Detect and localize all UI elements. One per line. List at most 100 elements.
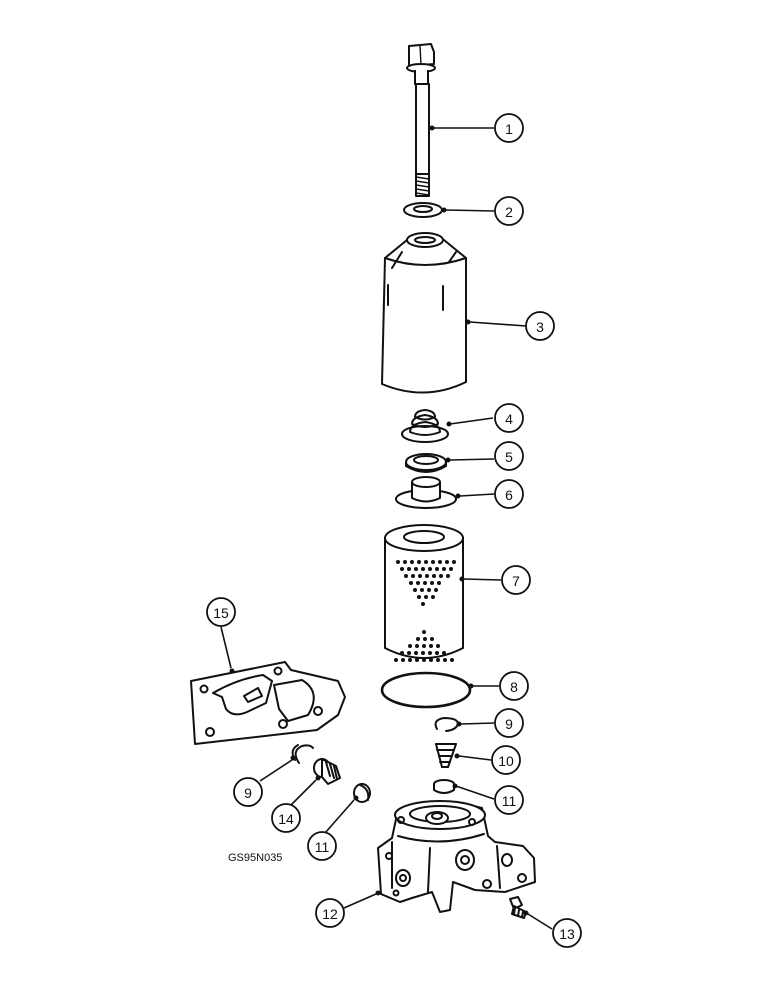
part-spring — [401, 409, 449, 443]
part-gasket — [190, 661, 346, 745]
callout-number: 6 — [505, 487, 513, 503]
perforation-dot — [425, 574, 429, 578]
callout-circle — [307, 831, 337, 861]
callout-number: 11 — [502, 793, 517, 809]
perforation-dot — [396, 560, 400, 564]
callout-c13: 13 — [552, 918, 582, 948]
callout-c15: 15 — [206, 597, 236, 627]
callout-c4: 4 — [494, 403, 524, 433]
callout-number: 3 — [536, 319, 544, 335]
perforation-dot — [421, 602, 425, 606]
perforation-dot — [411, 574, 415, 578]
perforation-dot — [403, 560, 407, 564]
part-washer — [403, 202, 443, 218]
perforation-dot — [432, 574, 436, 578]
perforation-dot — [442, 567, 446, 571]
perforation-dot — [422, 658, 426, 662]
callout-number: 2 — [505, 204, 513, 220]
perforation-dot — [417, 595, 421, 599]
part-snap-ring-left — [291, 744, 314, 764]
callout-circle — [494, 403, 524, 433]
callout-number: 8 — [510, 679, 518, 695]
perforation-dot — [417, 560, 421, 564]
perforation-dot — [400, 567, 404, 571]
callout-c11a: 11 — [494, 785, 524, 815]
perforation-dot — [424, 560, 428, 564]
perforation-dot — [421, 651, 425, 655]
callout-c9b: 9 — [233, 777, 263, 807]
callout-c6: 6 — [494, 479, 524, 509]
callout-circle — [494, 441, 524, 471]
perforation-dot — [442, 651, 446, 655]
callout-circle — [494, 479, 524, 509]
perforation-dot — [414, 567, 418, 571]
callout-circle — [206, 597, 236, 627]
callout-number: 12 — [322, 906, 338, 922]
perforation-dot — [416, 637, 420, 641]
callout-circle — [494, 196, 524, 226]
perforation-dot — [400, 651, 404, 655]
callout-circle — [501, 565, 531, 595]
perforation-dot — [443, 658, 447, 662]
reference-code: GS95N035 — [228, 852, 282, 864]
callout-circle — [552, 918, 582, 948]
callout-number: 4 — [505, 411, 513, 427]
perforation-dot — [408, 658, 412, 662]
callout-number: 1 — [505, 121, 513, 137]
perforation-dot — [407, 651, 411, 655]
callout-circle — [499, 671, 529, 701]
part-filter-housing — [381, 232, 467, 394]
perforation-dot — [446, 574, 450, 578]
perforation-dot — [450, 658, 454, 662]
callout-c2: 2 — [494, 196, 524, 226]
part-seal — [405, 453, 447, 473]
callout-number: 5 — [505, 449, 513, 465]
perforation-dot — [423, 637, 427, 641]
part-bolt — [406, 43, 436, 197]
perforation-dot — [409, 581, 413, 585]
callout-number: 13 — [559, 926, 575, 942]
perforation-dot — [436, 644, 440, 648]
perforation-dot — [430, 581, 434, 585]
perforation-dot — [449, 567, 453, 571]
callout-circle — [271, 803, 301, 833]
callout-number: 7 — [512, 573, 520, 589]
perforation-dot — [413, 588, 417, 592]
perforation-dot — [431, 595, 435, 599]
perforation-dot — [404, 574, 408, 578]
perforation-dot — [434, 588, 438, 592]
part-snap-ring — [434, 717, 459, 732]
callout-circle — [494, 785, 524, 815]
part-filter-element — [384, 524, 464, 662]
callout-circle — [491, 745, 521, 775]
perforation-dot — [427, 588, 431, 592]
perforation-dot — [445, 560, 449, 564]
perforation-dot — [428, 567, 432, 571]
callout-number: 9 — [505, 716, 513, 732]
perforation-dot — [436, 658, 440, 662]
part-small-spring — [435, 743, 457, 768]
perforation-dot — [431, 560, 435, 564]
perforation-dot — [415, 658, 419, 662]
callout-c14: 14 — [271, 803, 301, 833]
callout-c5: 5 — [494, 441, 524, 471]
part-valve — [433, 779, 455, 794]
perforation-dot — [437, 581, 441, 585]
perforation-dot — [422, 644, 426, 648]
part-o-ring — [380, 671, 472, 709]
callout-c10: 10 — [491, 745, 521, 775]
perforation-dot — [423, 581, 427, 585]
perforation-dot — [422, 630, 426, 634]
callout-c11b: 11 — [307, 831, 337, 861]
callout-c12: 12 — [315, 898, 345, 928]
perforation-dot — [435, 651, 439, 655]
perforation-dot — [420, 588, 424, 592]
callout-number: 9 — [244, 785, 252, 801]
perforation-dot — [408, 644, 412, 648]
perforation-dot — [439, 574, 443, 578]
perforation-dot — [452, 560, 456, 564]
perforation-dot — [415, 644, 419, 648]
perforation-dot — [429, 644, 433, 648]
perforation-dot — [438, 560, 442, 564]
perforation-dot — [435, 567, 439, 571]
